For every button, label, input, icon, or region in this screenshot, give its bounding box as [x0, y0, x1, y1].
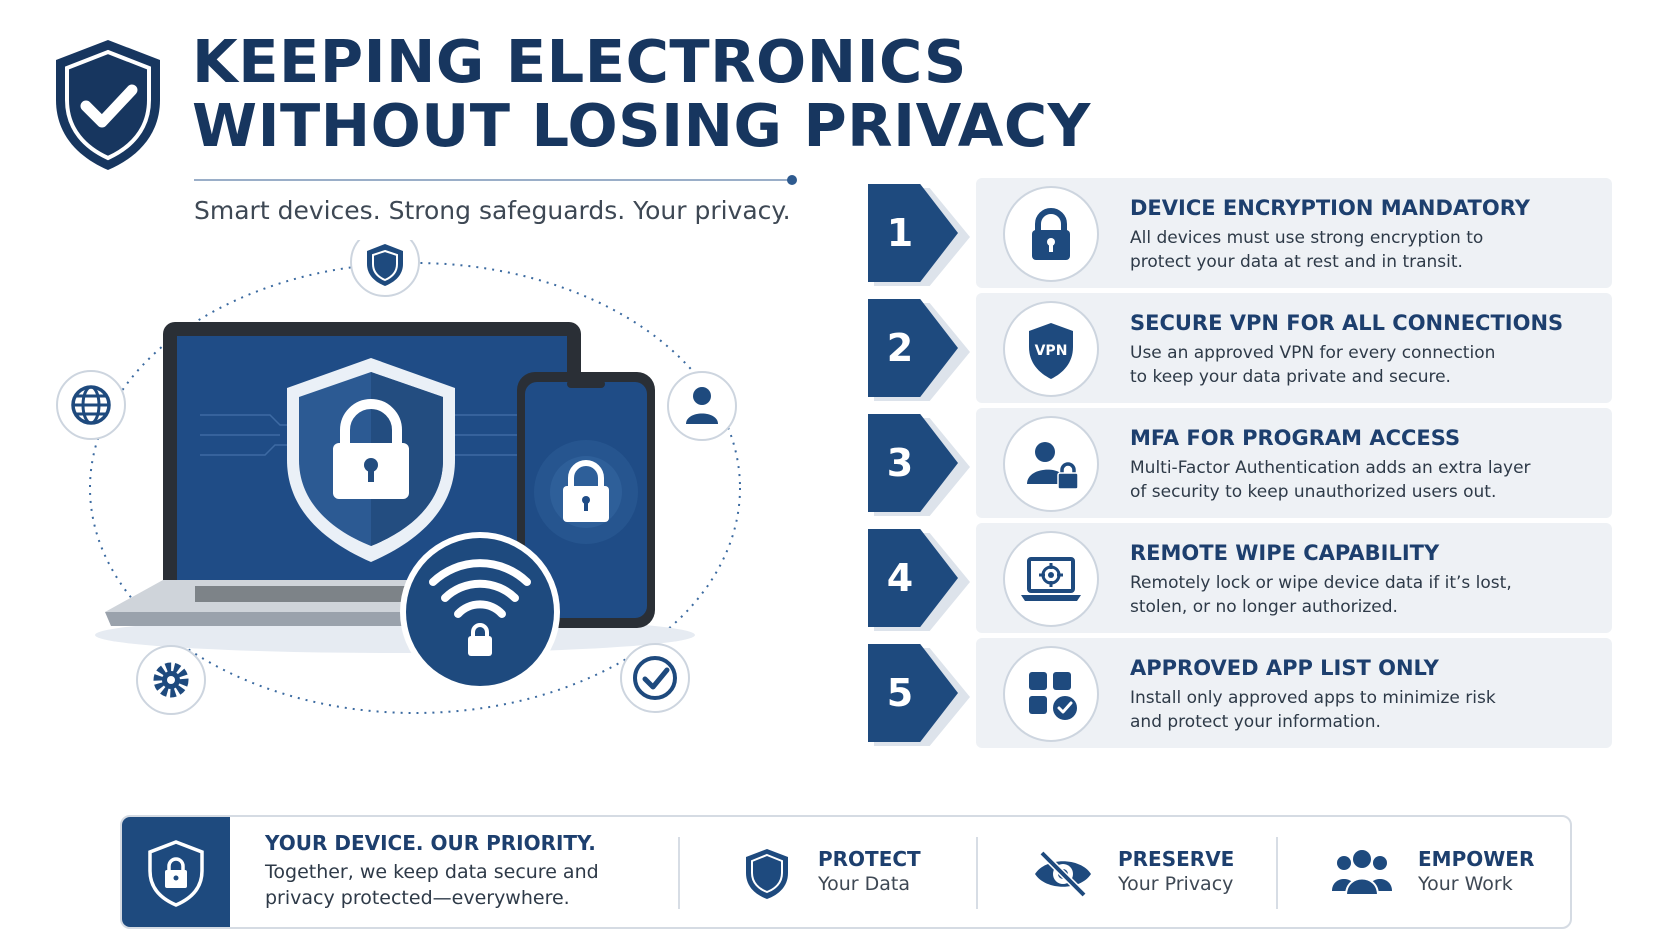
divider — [976, 837, 978, 909]
pillar-title: PROTECT — [818, 847, 921, 871]
step-description: Install only approved apps to minimize r… — [1130, 688, 1496, 732]
title-divider — [194, 179, 792, 181]
step-description: Remotely lock or wipe device data if it’… — [1130, 573, 1512, 617]
wifi-lock-icon — [400, 532, 560, 692]
vpn-shield-icon: VPN — [1003, 301, 1099, 397]
pillar-protect: PROTECT Your Data — [742, 845, 942, 905]
user-lock-icon — [1003, 416, 1099, 512]
pillar-subtitle: Your Data — [818, 873, 910, 895]
step-title: DEVICE ENCRYPTION MANDATORY — [1130, 196, 1530, 220]
users-icon — [1332, 850, 1392, 896]
bottom-banner: YOUR DEVICE. OUR PRIORITY. Together, we … — [120, 815, 1572, 929]
pillar-subtitle: Your Work — [1418, 873, 1513, 895]
step-title: SECURE VPN FOR ALL CONNECTIONS — [1130, 311, 1564, 335]
step-description: Multi-Factor Authentication adds an extr… — [1130, 458, 1531, 502]
step-2: 2 VPN SECURE VPN FOR ALL CONNECTIONS Use… — [868, 293, 1612, 403]
pillar-title: PRESERVE — [1118, 847, 1235, 871]
title-line-1: KEEPING ELECTRONICS — [192, 27, 967, 96]
pillar-preserve: PRESERVE Your Privacy — [1032, 845, 1252, 905]
subtitle: Smart devices. Strong safeguards. Your p… — [194, 196, 791, 225]
step-description: All devices must use strong encryption t… — [1130, 228, 1484, 272]
pillar-subtitle: Your Privacy — [1118, 873, 1234, 895]
divider — [1276, 837, 1278, 909]
orbit-check-icon — [620, 643, 690, 713]
step-3: 3 MFA FOR PROGRAM ACCESS Multi-Factor Au… — [868, 408, 1612, 518]
vpn-icon-text: VPN — [1035, 343, 1068, 359]
page-title: KEEPING ELECTRONICS WITHOUT LOSING PRIVA… — [192, 30, 1092, 158]
shield-icon — [746, 849, 788, 899]
title-divider-dot — [787, 175, 797, 185]
step-title: APPROVED APP LIST ONLY — [1130, 656, 1439, 680]
app-grid-check-icon — [1003, 646, 1099, 742]
orbit-gear-icon — [136, 645, 206, 715]
laptop-target-icon — [1003, 531, 1099, 627]
orbit-user-icon — [667, 371, 737, 441]
orbit-shield-icon — [350, 240, 420, 297]
step-1: 1 DEVICE ENCRYPTION MANDATORY All device… — [868, 178, 1612, 288]
devices-illustration — [56, 240, 741, 715]
step-description: Use an approved VPN for every connection… — [1130, 343, 1496, 387]
laptop — [105, 322, 639, 626]
pillar-title: EMPOWER — [1418, 847, 1535, 871]
header-shield-check-icon — [56, 40, 160, 170]
banner-shield-lock-icon — [122, 817, 230, 927]
title-line-2: WITHOUT LOSING PRIVACY — [192, 91, 1091, 160]
orbit-ring — [89, 262, 741, 714]
orbit-globe-icon — [56, 370, 126, 440]
step-5: 5 APPROVED APP LIST ONLY Install only ap… — [868, 638, 1612, 748]
smartphone — [517, 372, 655, 628]
pillar-empower: EMPOWER Your Work — [1330, 845, 1550, 905]
banner-title: YOUR DEVICE. OUR PRIORITY. — [265, 831, 596, 855]
step-title: MFA FOR PROGRAM ACCESS — [1130, 426, 1461, 450]
eye-slash-icon — [1035, 850, 1091, 898]
step-4: 4 REMOTE WIPE CAPABILITY Remotely lock o… — [868, 523, 1612, 633]
step-title: REMOTE WIPE CAPABILITY — [1130, 541, 1440, 565]
padlock-icon — [1003, 186, 1099, 282]
divider — [678, 837, 680, 909]
